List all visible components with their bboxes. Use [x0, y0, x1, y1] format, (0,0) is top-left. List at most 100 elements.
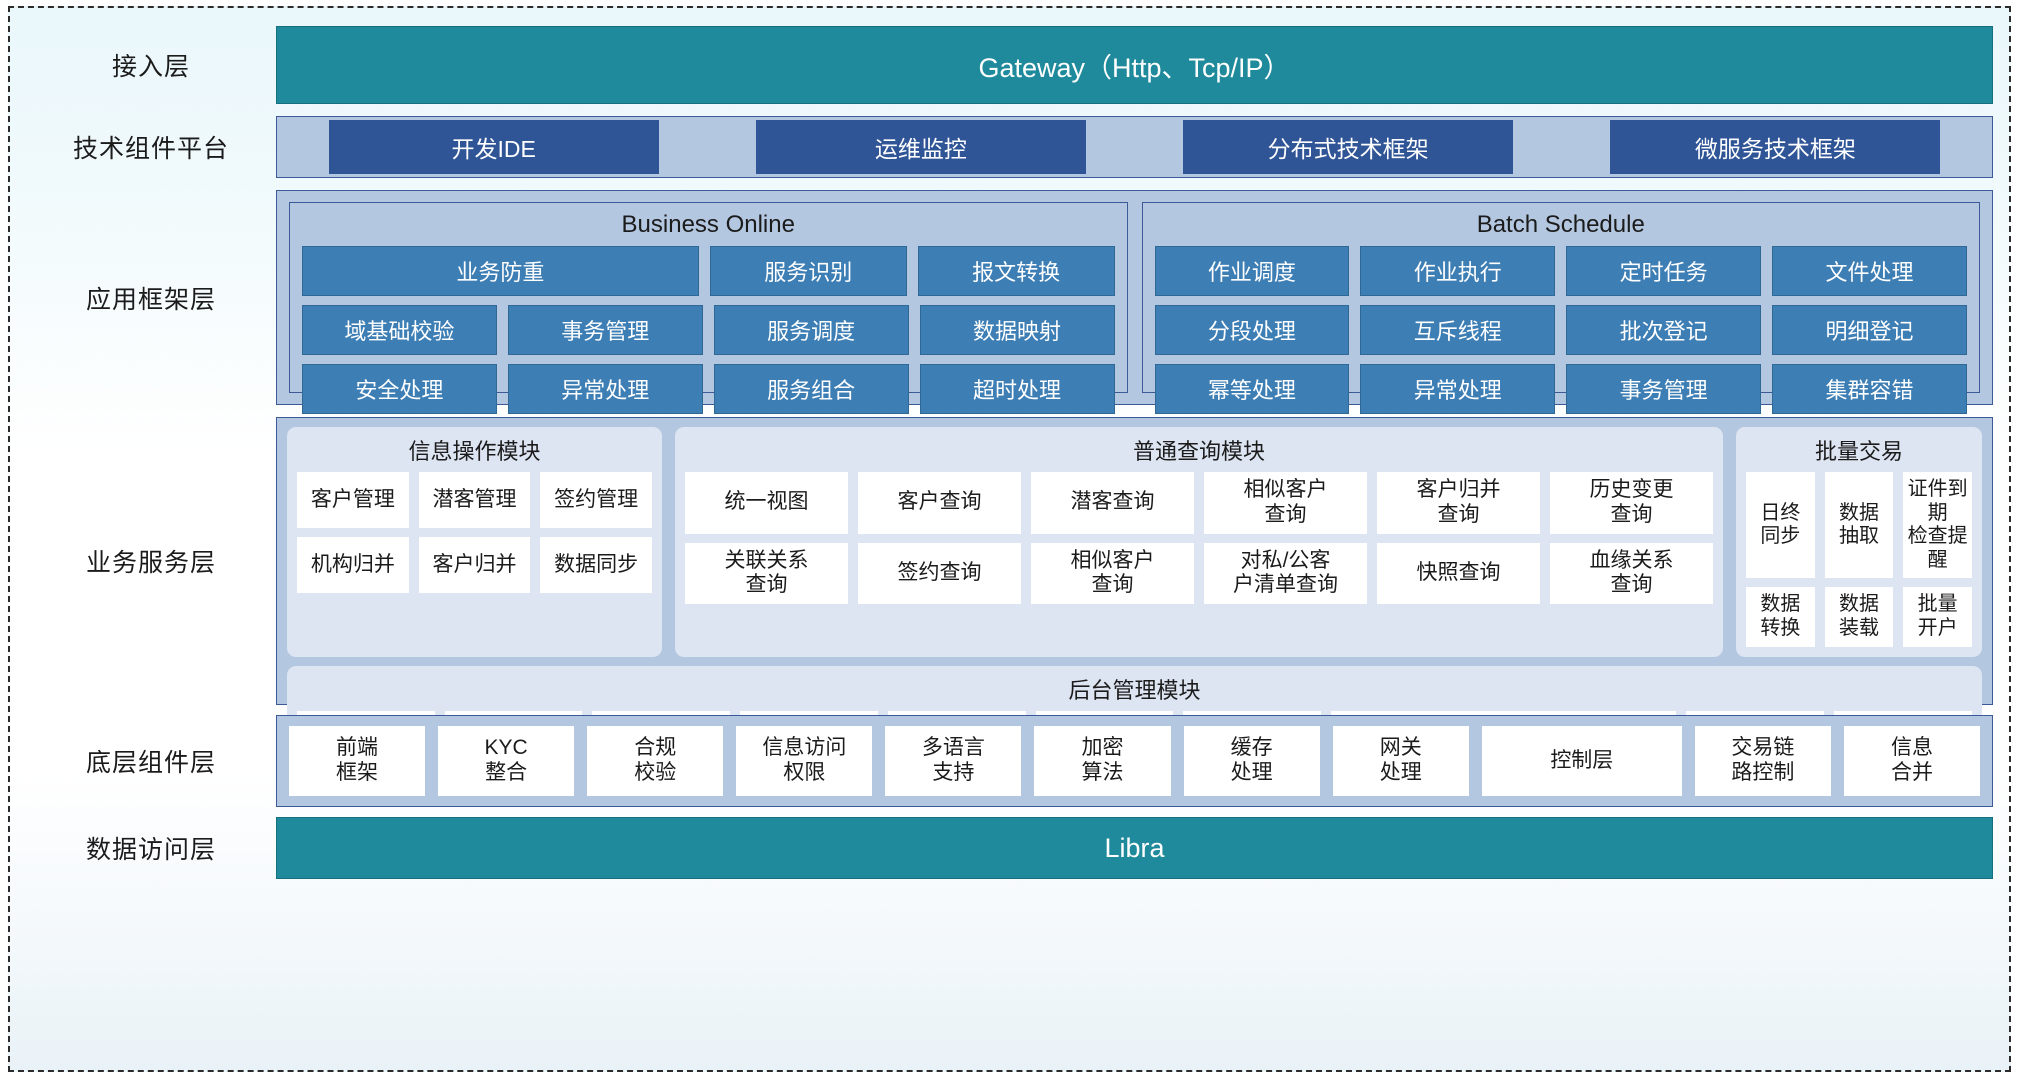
layer-stack: 接入层 Gateway（Http、Tcp/IP） 技术组件平台 开发IDE 运维… [12, 10, 2007, 1068]
af-chip-mutex-thread[interactable]: 互斥线程 [1360, 305, 1556, 355]
layer-data-access: 数据访问层 Libra [26, 817, 1993, 879]
module-grid-row: 数据 转换 数据 装载 批量 开户 [1746, 587, 1973, 647]
chip-info-merge[interactable]: 信息 合并 [1843, 726, 1981, 796]
layer-business-service: 业务服务层 信息操作模块 客户管理 潜客管理 签约管理 [26, 417, 1993, 783]
tech-chip-ide[interactable]: 开发IDE [328, 120, 659, 174]
af-chip-exception-process[interactable]: 异常处理 [507, 364, 703, 414]
af-chip-file-process[interactable]: 文件处理 [1772, 246, 1967, 296]
af-chip-transaction-batch[interactable]: 事务管理 [1566, 364, 1762, 414]
af-chip-service-compose[interactable]: 服务组合 [713, 364, 909, 414]
layer-label-access: 接入层 [111, 53, 190, 81]
af-chip-message-transform[interactable]: 报文转换 [917, 246, 1115, 296]
layer-label-tech-platform: 技术组件平台 [72, 135, 229, 163]
chip-prospect-query[interactable]: 潜客查询 [1031, 472, 1194, 534]
libra-bar[interactable]: Libra [276, 817, 1993, 879]
chip-unified-view[interactable]: 统一视图 [685, 472, 848, 534]
chip-similar-customer-query2[interactable]: 相似客户 查询 [1031, 542, 1194, 605]
af-chip-transaction-mgmt[interactable]: 事务管理 [507, 305, 703, 355]
chip-snapshot-query[interactable]: 快照查询 [1377, 542, 1540, 605]
layer-tech-platform: 技术组件平台 开发IDE 运维监控 分布式技术框架 微服务技术框架 [26, 116, 1993, 178]
af-chip-cluster-tolerance[interactable]: 集群容错 [1772, 364, 1967, 414]
chip-personal-corp-list-query[interactable]: 对私/公客 户清单查询 [1204, 542, 1367, 605]
layer-label-data-access: 数据访问层 [85, 836, 216, 864]
layer-body-base-component: 前端 框架 KYC 整合 合规 校验 信息访问 权限 多语言 支持 加密 算法 … [276, 715, 1993, 807]
module-grid-common-query: 统一视图 客户查询 潜客查询 相似客户 查询 客户归并 查询 历史变更 查询 关… [685, 472, 1713, 605]
module-grid-batch-trade: 日终 同步 数据 抽取 证件到期 检查提醒 数据 转换 数据 装载 批量 开户 [1746, 472, 1973, 647]
af-chip-detail-register[interactable]: 明细登记 [1772, 305, 1967, 355]
app-group-batch-schedule: Batch Schedule 作业调度 作业执行 定时任务 文件处理 分段处理 … [1141, 202, 1980, 414]
af-chip-job-schedule[interactable]: 作业调度 [1154, 246, 1350, 296]
gateway-bar[interactable]: Gateway（Http、Tcp/IP） [276, 26, 1993, 104]
af-chip-idempotent[interactable]: 幂等处理 [1154, 364, 1350, 414]
spacer [26, 807, 1993, 817]
chip-info-access-permission[interactable]: 信息访问 权限 [736, 726, 873, 796]
chip-data-extract[interactable]: 数据 抽取 [1824, 472, 1894, 579]
af-chip-timed-task[interactable]: 定时任务 [1566, 246, 1762, 296]
app-grid-batch-schedule: 作业调度 作业执行 定时任务 文件处理 分段处理 互斥线程 批次登记 明细登记 [1154, 246, 1967, 414]
chip-frontend-framework[interactable]: 前端 框架 [289, 726, 426, 796]
chip-transaction-chain-control[interactable]: 交易链 路控制 [1694, 726, 1831, 796]
spacer [26, 705, 1993, 715]
chip-similar-customer-query[interactable]: 相似客户 查询 [1204, 472, 1367, 534]
tech-chip-microservice[interactable]: 微服务技术框架 [1610, 120, 1941, 174]
layer-base-component: 底层组件层 前端 框架 KYC 整合 合规 校验 信息访问 权限 多语言 支持 … [26, 715, 1993, 807]
chip-data-transform[interactable]: 数据 转换 [1746, 587, 1815, 647]
layer-app-framework: 应用框架层 Business Online 业务防重 服务识别 报文转换 [26, 190, 1993, 414]
chip-customer-mgmt[interactable]: 客户管理 [297, 472, 409, 528]
module-title-common-query: 普通查询模块 [1132, 439, 1265, 464]
chip-contract-mgmt[interactable]: 签约管理 [540, 472, 653, 528]
layer-access: 接入层 Gateway（Http、Tcp/IP） [26, 26, 1993, 104]
chip-cert-expiry-alert[interactable]: 证件到期 检查提醒 [1903, 472, 1973, 579]
chip-history-change-query[interactable]: 历史变更 查询 [1550, 472, 1713, 534]
chip-customer-query[interactable]: 客户查询 [858, 472, 1021, 534]
chip-cache-processing[interactable]: 缓存 处理 [1183, 726, 1320, 796]
spacer [26, 405, 1993, 417]
chip-relation-query[interactable]: 关联关系 查询 [685, 542, 848, 605]
layer-label-business-service: 业务服务层 [85, 549, 216, 577]
layer-body-data-access: Libra [276, 817, 1993, 879]
module-grid-info-operation: 客户管理 潜客管理 签约管理 机构归并 客户归并 数据同步 [297, 472, 653, 593]
module-title-backend-admin: 后台管理模块 [1068, 677, 1201, 703]
chip-control-layer[interactable]: 控制层 [1481, 726, 1682, 796]
af-chip-job-execute[interactable]: 作业执行 [1360, 246, 1556, 296]
chip-batch-account-open[interactable]: 批量 开户 [1903, 587, 1973, 647]
business-service-modules-row: 信息操作模块 客户管理 潜客管理 签约管理 机构归并 客户归并 [287, 427, 1982, 657]
af-chip-domain-validation[interactable]: 域基础校验 [302, 305, 497, 355]
af-chip-batch-register[interactable]: 批次登记 [1566, 305, 1762, 355]
chip-kyc-integration[interactable]: KYC 整合 [438, 726, 575, 796]
module-grid-row: 机构归并 客户归并 数据同步 [297, 537, 653, 593]
app-grid-business-online: 业务防重 服务识别 报文转换 域基础校验 事务管理 服务调度 数据映射 [302, 246, 1115, 414]
group-title-business-online: Business Online [621, 211, 795, 238]
chip-customer-merge-query[interactable]: 客户归并 查询 [1377, 472, 1540, 534]
af-chip-service-identify[interactable]: 服务识别 [709, 246, 907, 296]
chip-data-load[interactable]: 数据 装载 [1824, 587, 1894, 647]
af-chip-security-process[interactable]: 安全处理 [302, 364, 497, 414]
af-chip-exception-batch[interactable]: 异常处理 [1360, 364, 1556, 414]
chip-prospect-mgmt[interactable]: 潜客管理 [418, 472, 531, 528]
chip-org-merge[interactable]: 机构归并 [297, 537, 409, 593]
group-title-batch-schedule: Batch Schedule [1476, 211, 1645, 238]
af-chip-service-schedule[interactable]: 服务调度 [713, 305, 909, 355]
app-grid-row: 安全处理 异常处理 服务组合 超时处理 [302, 364, 1115, 414]
chip-lineage-query[interactable]: 血缘关系 查询 [1550, 542, 1713, 605]
tech-platform-panel: 开发IDE 运维监控 分布式技术框架 微服务技术框架 [276, 116, 1993, 178]
chip-data-sync[interactable]: 数据同步 [540, 537, 653, 593]
af-chip-data-mapping[interactable]: 数据映射 [919, 305, 1115, 355]
chip-compliance-check[interactable]: 合规 校验 [587, 726, 724, 796]
module-title-info-operation: 信息操作模块 [408, 439, 541, 464]
chip-encryption-algorithm[interactable]: 加密 算法 [1034, 726, 1171, 796]
af-chip-business-dedupe[interactable]: 业务防重 [302, 246, 699, 296]
app-grid-row: 幂等处理 异常处理 事务管理 集群容错 [1154, 364, 1967, 414]
chip-eod-sync[interactable]: 日终 同步 [1746, 472, 1815, 579]
chip-contract-query[interactable]: 签约查询 [858, 542, 1021, 605]
chip-gateway-processing[interactable]: 网关 处理 [1332, 726, 1469, 796]
af-chip-timeout-process[interactable]: 超时处理 [919, 364, 1115, 414]
tech-chip-ops-monitor[interactable]: 运维监控 [755, 120, 1086, 174]
tech-chip-distributed[interactable]: 分布式技术框架 [1183, 120, 1514, 174]
module-grid-row: 客户管理 潜客管理 签约管理 [297, 472, 653, 528]
af-chip-segment-process[interactable]: 分段处理 [1154, 305, 1350, 355]
chip-customer-merge[interactable]: 客户归并 [418, 537, 531, 593]
base-component-panel: 前端 框架 KYC 整合 合规 校验 信息访问 权限 多语言 支持 加密 算法 … [276, 715, 1993, 807]
module-batch-trade: 批量交易 日终 同步 数据 抽取 证件到期 检查提醒 数据 转换 数据 装载 [1736, 427, 1982, 657]
chip-multilanguage-support[interactable]: 多语言 支持 [885, 726, 1022, 796]
